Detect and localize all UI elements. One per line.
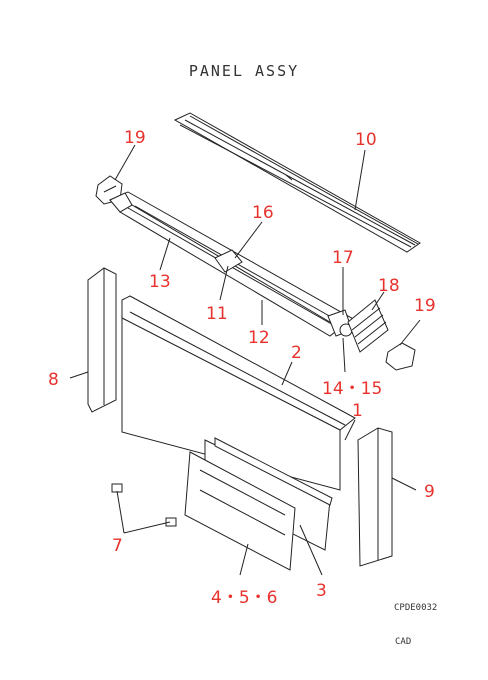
callout-19-left: 19 (124, 128, 146, 148)
callout-19-right: 19 (414, 296, 436, 316)
callout-2: 2 (291, 343, 302, 363)
callout-14-15: 14・15 (322, 379, 383, 399)
callout-9: 9 (424, 482, 435, 502)
leader-lines (69, 144, 421, 576)
callout-4-5-6: 4・5・6 (211, 588, 278, 608)
part-4-5-6-filter (184, 451, 296, 571)
part-19-end-cap-right (385, 342, 416, 371)
drawing-code: CPDE0032 (394, 603, 438, 613)
part-13-11-12-louver-frame (108, 191, 356, 337)
part-10-top-louver (173, 112, 421, 253)
callout-16: 16 (252, 203, 274, 223)
part-7-clip-b (165, 517, 177, 527)
part-18-mesh (347, 299, 389, 353)
source-tag: CAD (395, 637, 412, 647)
callout-18: 18 (378, 276, 400, 296)
callout-13: 13 (149, 272, 171, 292)
callout-8: 8 (48, 370, 59, 390)
callout-17: 17 (332, 248, 354, 268)
part-8-side-panel-left (87, 267, 117, 413)
part-9-side-panel-right (357, 427, 393, 567)
callout-7: 7 (112, 536, 123, 556)
callout-3: 3 (316, 581, 327, 601)
part-2-front-panel (121, 295, 356, 491)
part-7-clip-a (111, 483, 123, 493)
callout-10: 10 (355, 130, 377, 150)
callout-1: 1 (352, 401, 363, 421)
callout-12: 12 (248, 328, 270, 348)
diagram-title: PANEL ASSY (188, 62, 300, 80)
callout-11: 11 (206, 304, 228, 324)
